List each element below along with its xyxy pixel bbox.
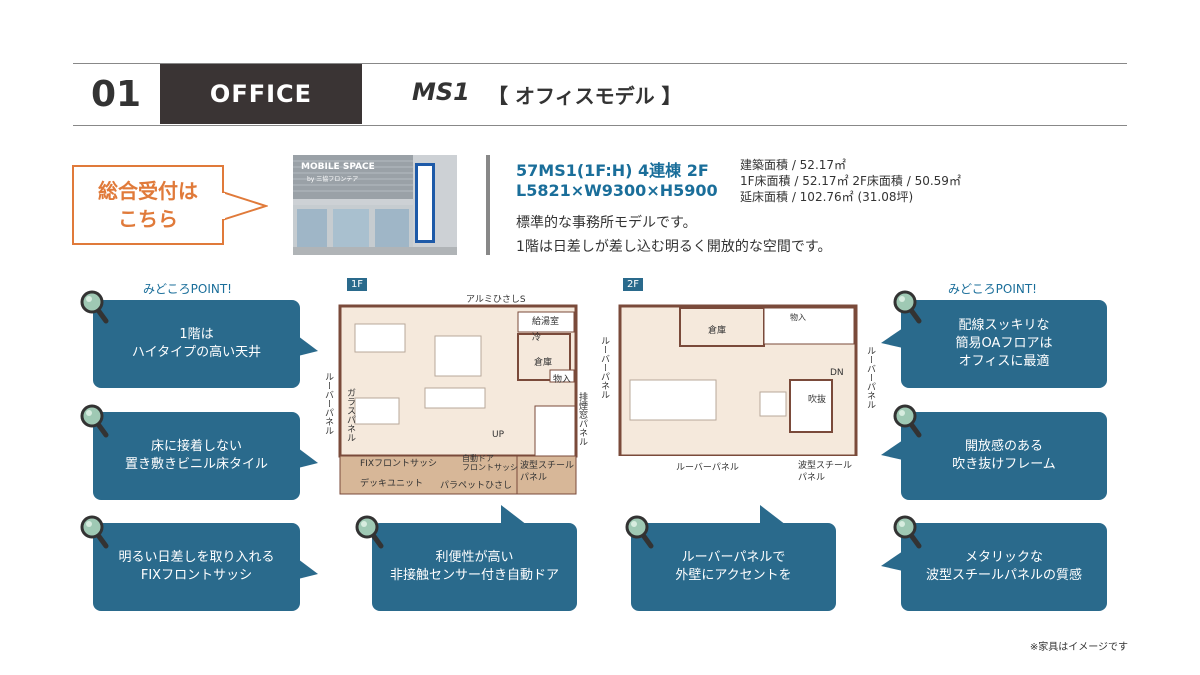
point-card-3: 明るい日差しを取り入れる FIXフロントサッシ	[93, 523, 300, 611]
label-parapet: パラペットひさし	[440, 481, 513, 491]
reception-line1: 総合受付は	[98, 179, 198, 203]
building-photo: MOBILE SPACE by 三協フロンテア	[293, 155, 457, 255]
floor-plan-1f	[338, 304, 578, 495]
point-text: 利便性が高い 非接触センサー付き自動ドア	[389, 550, 559, 583]
point-card-2: 床に接着しない 置き敷きビニル床タイル	[93, 412, 300, 500]
furniture-note: ※家具はイメージです	[1029, 642, 1128, 653]
label-hakei-2f: 波型スチール パネル	[798, 461, 853, 483]
point-card-tail	[500, 505, 527, 525]
magnifier-icon	[625, 515, 654, 549]
point-text: 1階は ハイタイプの高い天井	[131, 327, 262, 360]
label-louver-2f-left: ルーバーパネル	[599, 336, 609, 399]
spec-building-area: 建築面積 / 52.17㎡	[740, 158, 847, 172]
point-text: メタリックな 波型スチールパネルの質感	[925, 550, 1082, 583]
magnifier-icon	[80, 404, 109, 438]
label-auto-door: 自動ドア フロントサッシ	[462, 454, 518, 472]
point-card-tail	[881, 551, 903, 571]
building-illustration	[293, 155, 457, 255]
model-subtitle: 【 オフィスモデル 】	[488, 84, 682, 108]
point-text: 明るい日差しを取り入れる FIXフロントサッシ	[118, 550, 275, 583]
label-souko-2f: 倉庫	[708, 326, 727, 336]
spec-floor-area: 1F床面積 / 52.17㎡ 2F床面積 / 50.59㎡	[740, 174, 961, 188]
point-card-tail	[881, 440, 903, 460]
point-card-tail	[881, 328, 903, 348]
spec-desc-2: 1階は日差しが差し込む明るく開放的な空間です。	[516, 239, 832, 255]
point-text: 配線スッキリな 簡易OAフロアは オフィスに最適	[955, 318, 1053, 369]
point-card-tail	[298, 448, 318, 468]
magnifier-icon	[80, 515, 109, 549]
label-monoire-2f: 物入	[790, 313, 806, 322]
label-louver-2f-bottom: ルーバーパネル	[676, 463, 739, 473]
label-fix: FIXフロントサッシ	[360, 459, 437, 469]
header-top-line	[73, 63, 1127, 64]
label-rei: 冷	[532, 333, 542, 343]
label-hakei-1f: 波型スチール パネル	[520, 461, 575, 483]
point-card-7: 開放感のある 吹き抜けフレーム	[901, 412, 1107, 500]
magnifier-icon	[893, 404, 922, 438]
label-kyuto: 給湯室	[532, 317, 560, 327]
plan-1f-tag: 1F	[347, 278, 367, 291]
label-up: UP	[492, 430, 505, 440]
label-louver-1f: ルーバーパネル	[323, 372, 333, 435]
plan-2f-tag: 2F	[623, 278, 643, 291]
model-name: MS1	[412, 78, 470, 106]
point-card-4: 利便性が高い 非接触センサー付き自動ドア	[372, 523, 577, 611]
label-glass: ガラスパネル	[345, 388, 355, 442]
header-bottom-line	[73, 125, 1127, 126]
spec-total-area: 延床面積 / 102.76㎡ (31.08坪)	[740, 190, 914, 204]
point-card-tail	[759, 505, 786, 525]
spec-desc-1: 標準的な事務所モデルです。	[516, 215, 697, 231]
category-label: OFFICE	[160, 64, 362, 124]
points-left-label: みどころPOINT!	[143, 282, 232, 296]
reception-callout[interactable]: 総合受付は こちら	[72, 165, 224, 245]
point-card-tail	[298, 559, 318, 579]
floor-plan-2f	[618, 304, 858, 456]
reception-pointer	[222, 190, 268, 222]
point-text: 開放感のある 吹き抜けフレーム	[952, 439, 1056, 472]
points-right-label: みどころPOINT!	[948, 282, 1037, 296]
photo-sign-sub: by 三協フロンテア	[307, 176, 359, 183]
label-fukinuke: 吹抜	[808, 395, 827, 405]
point-text: ルーバーパネルで 外壁にアクセントを	[675, 550, 792, 583]
photo-sign: MOBILE SPACE	[301, 162, 375, 172]
section-number: 01	[90, 73, 142, 115]
spec-dimension-line: L5821×W9300×H5900	[516, 181, 718, 200]
label-dn: DN	[830, 368, 844, 378]
point-card-8: メタリックな 波型スチールパネルの質感	[901, 523, 1107, 611]
label-souko-1f: 倉庫	[534, 358, 553, 368]
point-card-tail	[298, 336, 318, 356]
label-louver-2f-right: ルーバーパネル	[865, 346, 875, 409]
magnifier-icon	[893, 290, 922, 324]
point-text: 床に接着しない 置き敷きビニル床タイル	[124, 439, 268, 472]
spec-model-line: 57MS1(1F:H) 4連棟 2F	[516, 161, 709, 180]
magnifier-icon	[893, 515, 922, 549]
point-card-1: 1階は ハイタイプの高い天井	[93, 300, 300, 388]
label-alumi: アルミひさしS	[466, 295, 526, 305]
point-card-5: ルーバーパネルで 外壁にアクセントを	[631, 523, 836, 611]
label-haien: 排煙窓パネル	[577, 392, 587, 446]
label-deck: デッキユニット	[360, 479, 424, 489]
magnifier-icon	[355, 515, 384, 549]
label-monoire-1f: 物入	[553, 375, 572, 385]
point-card-6: 配線スッキリな 簡易OAフロアは オフィスに最適	[901, 300, 1107, 388]
magnifier-icon	[80, 290, 109, 324]
spec-divider	[486, 155, 490, 255]
reception-line2: こちら	[118, 207, 178, 231]
